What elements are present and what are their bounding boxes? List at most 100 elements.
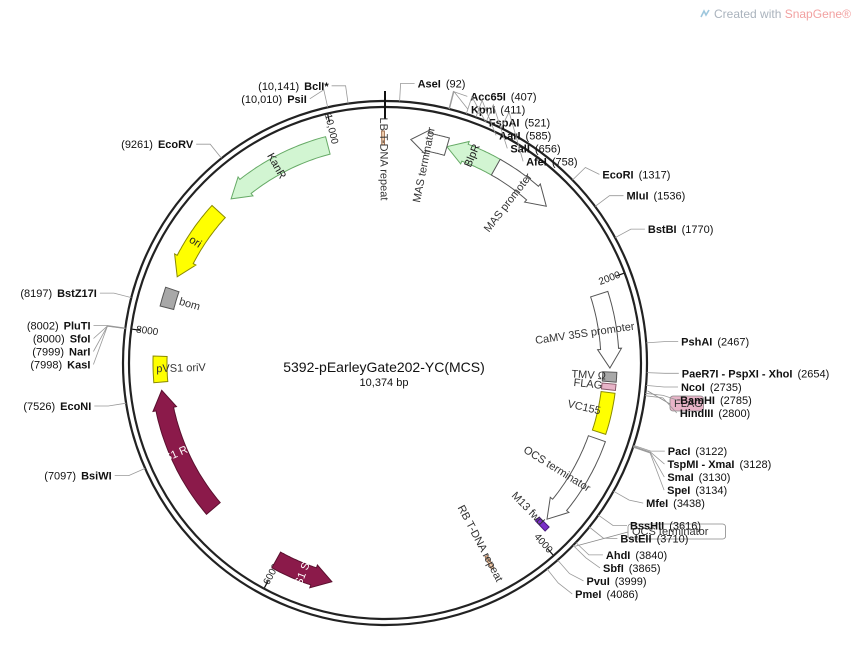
site-label: BstBI(1770): [648, 224, 714, 236]
site-leader-line: [309, 89, 329, 108]
side-tag-ocs: OCS terminator: [574, 523, 726, 547]
backbone-ring: [121, 91, 649, 627]
site-pluti[interactable]: (8002)PluTI: [27, 321, 126, 333]
site-enzyme: BstEII: [620, 534, 651, 546]
site-ecorv[interactable]: (9261)EcoRV: [121, 139, 222, 159]
feature-pvs1-oriv: [152, 355, 169, 384]
site-leader-line: [644, 395, 678, 414]
site-leader-line: [614, 228, 645, 239]
site-label: (8197)BstZ17I: [20, 288, 97, 300]
site-pmei[interactable]: PmeI(4086): [546, 568, 638, 601]
site-mfei[interactable]: MfeI(3438): [613, 490, 705, 510]
site-psii[interactable]: (10,010)PsiI: [241, 89, 329, 108]
site-leader-line: [598, 514, 627, 526]
feature-lb-t-dna-repeat: [381, 130, 386, 146]
site-leader-line: [589, 526, 618, 539]
site-sali[interactable]: SalI(656): [486, 103, 561, 156]
site-enzyme: Acc65I: [470, 91, 505, 103]
site-position: (7097): [44, 471, 76, 483]
site-pshai[interactable]: PshAI(2467): [646, 337, 749, 349]
plasmid-name: 5392-pEarleyGate202-YC(MCS): [283, 359, 485, 375]
site-position: (3134): [695, 485, 727, 497]
site-spei[interactable]: SpeI(3134): [632, 446, 727, 497]
site-position: (7998): [30, 360, 62, 372]
side-tag-box: [627, 523, 726, 540]
site-kasi[interactable]: (7998)KasI: [30, 325, 126, 372]
site-enzyme: FspAI: [489, 117, 520, 129]
site-mlui[interactable]: MluI(1536): [594, 191, 685, 207]
side-tag-flag: FLAG: [647, 390, 704, 412]
site-label: PshAI(2467): [681, 337, 749, 349]
site-leader-line: [572, 167, 600, 181]
feature-mas-terminator: [409, 129, 451, 156]
site-bamhi[interactable]: BamHI(2785): [645, 392, 752, 407]
site-sbfi[interactable]: SbfI(3865): [572, 545, 661, 575]
site-position: (2654): [797, 368, 829, 380]
site-enzyme: TspMI - XmaI: [667, 459, 734, 471]
site-bcli[interactable]: (10,141)BclI*: [258, 81, 349, 104]
site-label: BstEII(3710): [620, 534, 688, 546]
feature-label-ori: ori: [187, 234, 204, 251]
site-position: (3616): [669, 521, 701, 533]
site-tspmi-xmai[interactable]: TspMI - XmaI(3128): [633, 445, 771, 471]
site-bsshii[interactable]: BssHII (3616): [598, 514, 701, 533]
site-leader-line: [99, 292, 132, 298]
site-label: (9261)EcoRV: [121, 139, 194, 151]
site-ncoi[interactable]: NcoI(2735): [645, 382, 742, 394]
site-enzyme: SbfI: [603, 563, 624, 575]
site-position: (2800): [718, 408, 750, 420]
site-bsiwi[interactable]: (7097) BsiWI: [44, 468, 146, 483]
site-bstz17i[interactable]: (8197)BstZ17I: [20, 288, 132, 300]
site-label: AarI(585): [499, 130, 551, 142]
site-afei[interactable]: AfeI(758): [500, 110, 578, 168]
site-enzyme: SfoI: [70, 334, 91, 346]
site-pvui[interactable]: PvuI(3999): [557, 559, 647, 588]
site-enzyme: BclI*: [304, 81, 329, 93]
site-ecori[interactable]: EcoRI(1317): [572, 167, 671, 182]
site-position: (10,010): [241, 94, 282, 106]
site-enzyme: PmeI: [575, 589, 601, 601]
side-tag-text: OCS terminator: [632, 526, 709, 538]
site-asei[interactable]: AseI(92): [399, 78, 466, 102]
site-position: (7999): [32, 347, 64, 359]
site-enzyme: BamHI: [680, 395, 715, 407]
feature-label-rb-t-dna-repeat: RB T-DNA repeat: [455, 503, 505, 584]
site-position: (407): [511, 91, 537, 103]
ruler-tick-label: 2000: [597, 270, 622, 288]
site-label: TspMI - XmaI(3128): [667, 459, 771, 471]
feature-ocs-terminator: [546, 435, 607, 520]
site-position: (411): [500, 104, 525, 116]
site-label: SalI(656): [510, 143, 560, 155]
site-enzyme: BsiWI: [81, 471, 112, 483]
site-smai[interactable]: SmaI(3130): [633, 446, 730, 485]
site-hindiii[interactable]: HindIII (2800): [644, 395, 750, 420]
site-leader-line: [572, 545, 601, 569]
site-leader-line: [114, 468, 146, 477]
site-acc65i[interactable]: Acc65I (407): [448, 90, 537, 109]
site-leader-line: [645, 392, 678, 401]
site-paci[interactable]: PacI(3122): [633, 445, 728, 458]
site-enzyme: AhdI: [606, 550, 630, 562]
site-enzyme: HindIII: [680, 408, 714, 420]
site-leader-line: [196, 143, 222, 159]
restriction-site-layer: AseI(92)Acc65I(407)KpnI(411)FspAI(521)Aa…: [20, 78, 829, 600]
site-paer7i-pspxi-xhoi[interactable]: PaeR7I - PspXI - XhoI(2654): [646, 368, 829, 380]
site-bsteii[interactable]: BstEII(3710): [589, 526, 688, 546]
side-tag-leader: [574, 531, 629, 547]
site-ahdi[interactable]: AhdI(3840): [575, 542, 667, 562]
site-nari[interactable]: (7999)NarI: [32, 325, 126, 359]
site-enzyme: BssHII: [630, 521, 664, 533]
site-leader-line: [557, 559, 584, 582]
site-position: (2735): [710, 382, 742, 394]
site-leader-line: [93, 325, 126, 352]
site-enzyme: EcoRV: [158, 139, 194, 151]
feature-label-lb-t-dna-repeat: LB T-DNA repeat: [377, 117, 390, 200]
site-bstbi[interactable]: BstBI(1770): [614, 224, 714, 239]
site-position: (758): [552, 156, 578, 168]
feature-label-tmv: TMV Ω: [571, 368, 606, 382]
site-econi[interactable]: (7526)EcoNI: [23, 401, 127, 413]
brand-prefix: Created with: [714, 7, 785, 21]
feature-label-pvs1-oriv: pVS1 oriV: [156, 362, 207, 375]
site-enzyme: AseI: [418, 78, 441, 90]
